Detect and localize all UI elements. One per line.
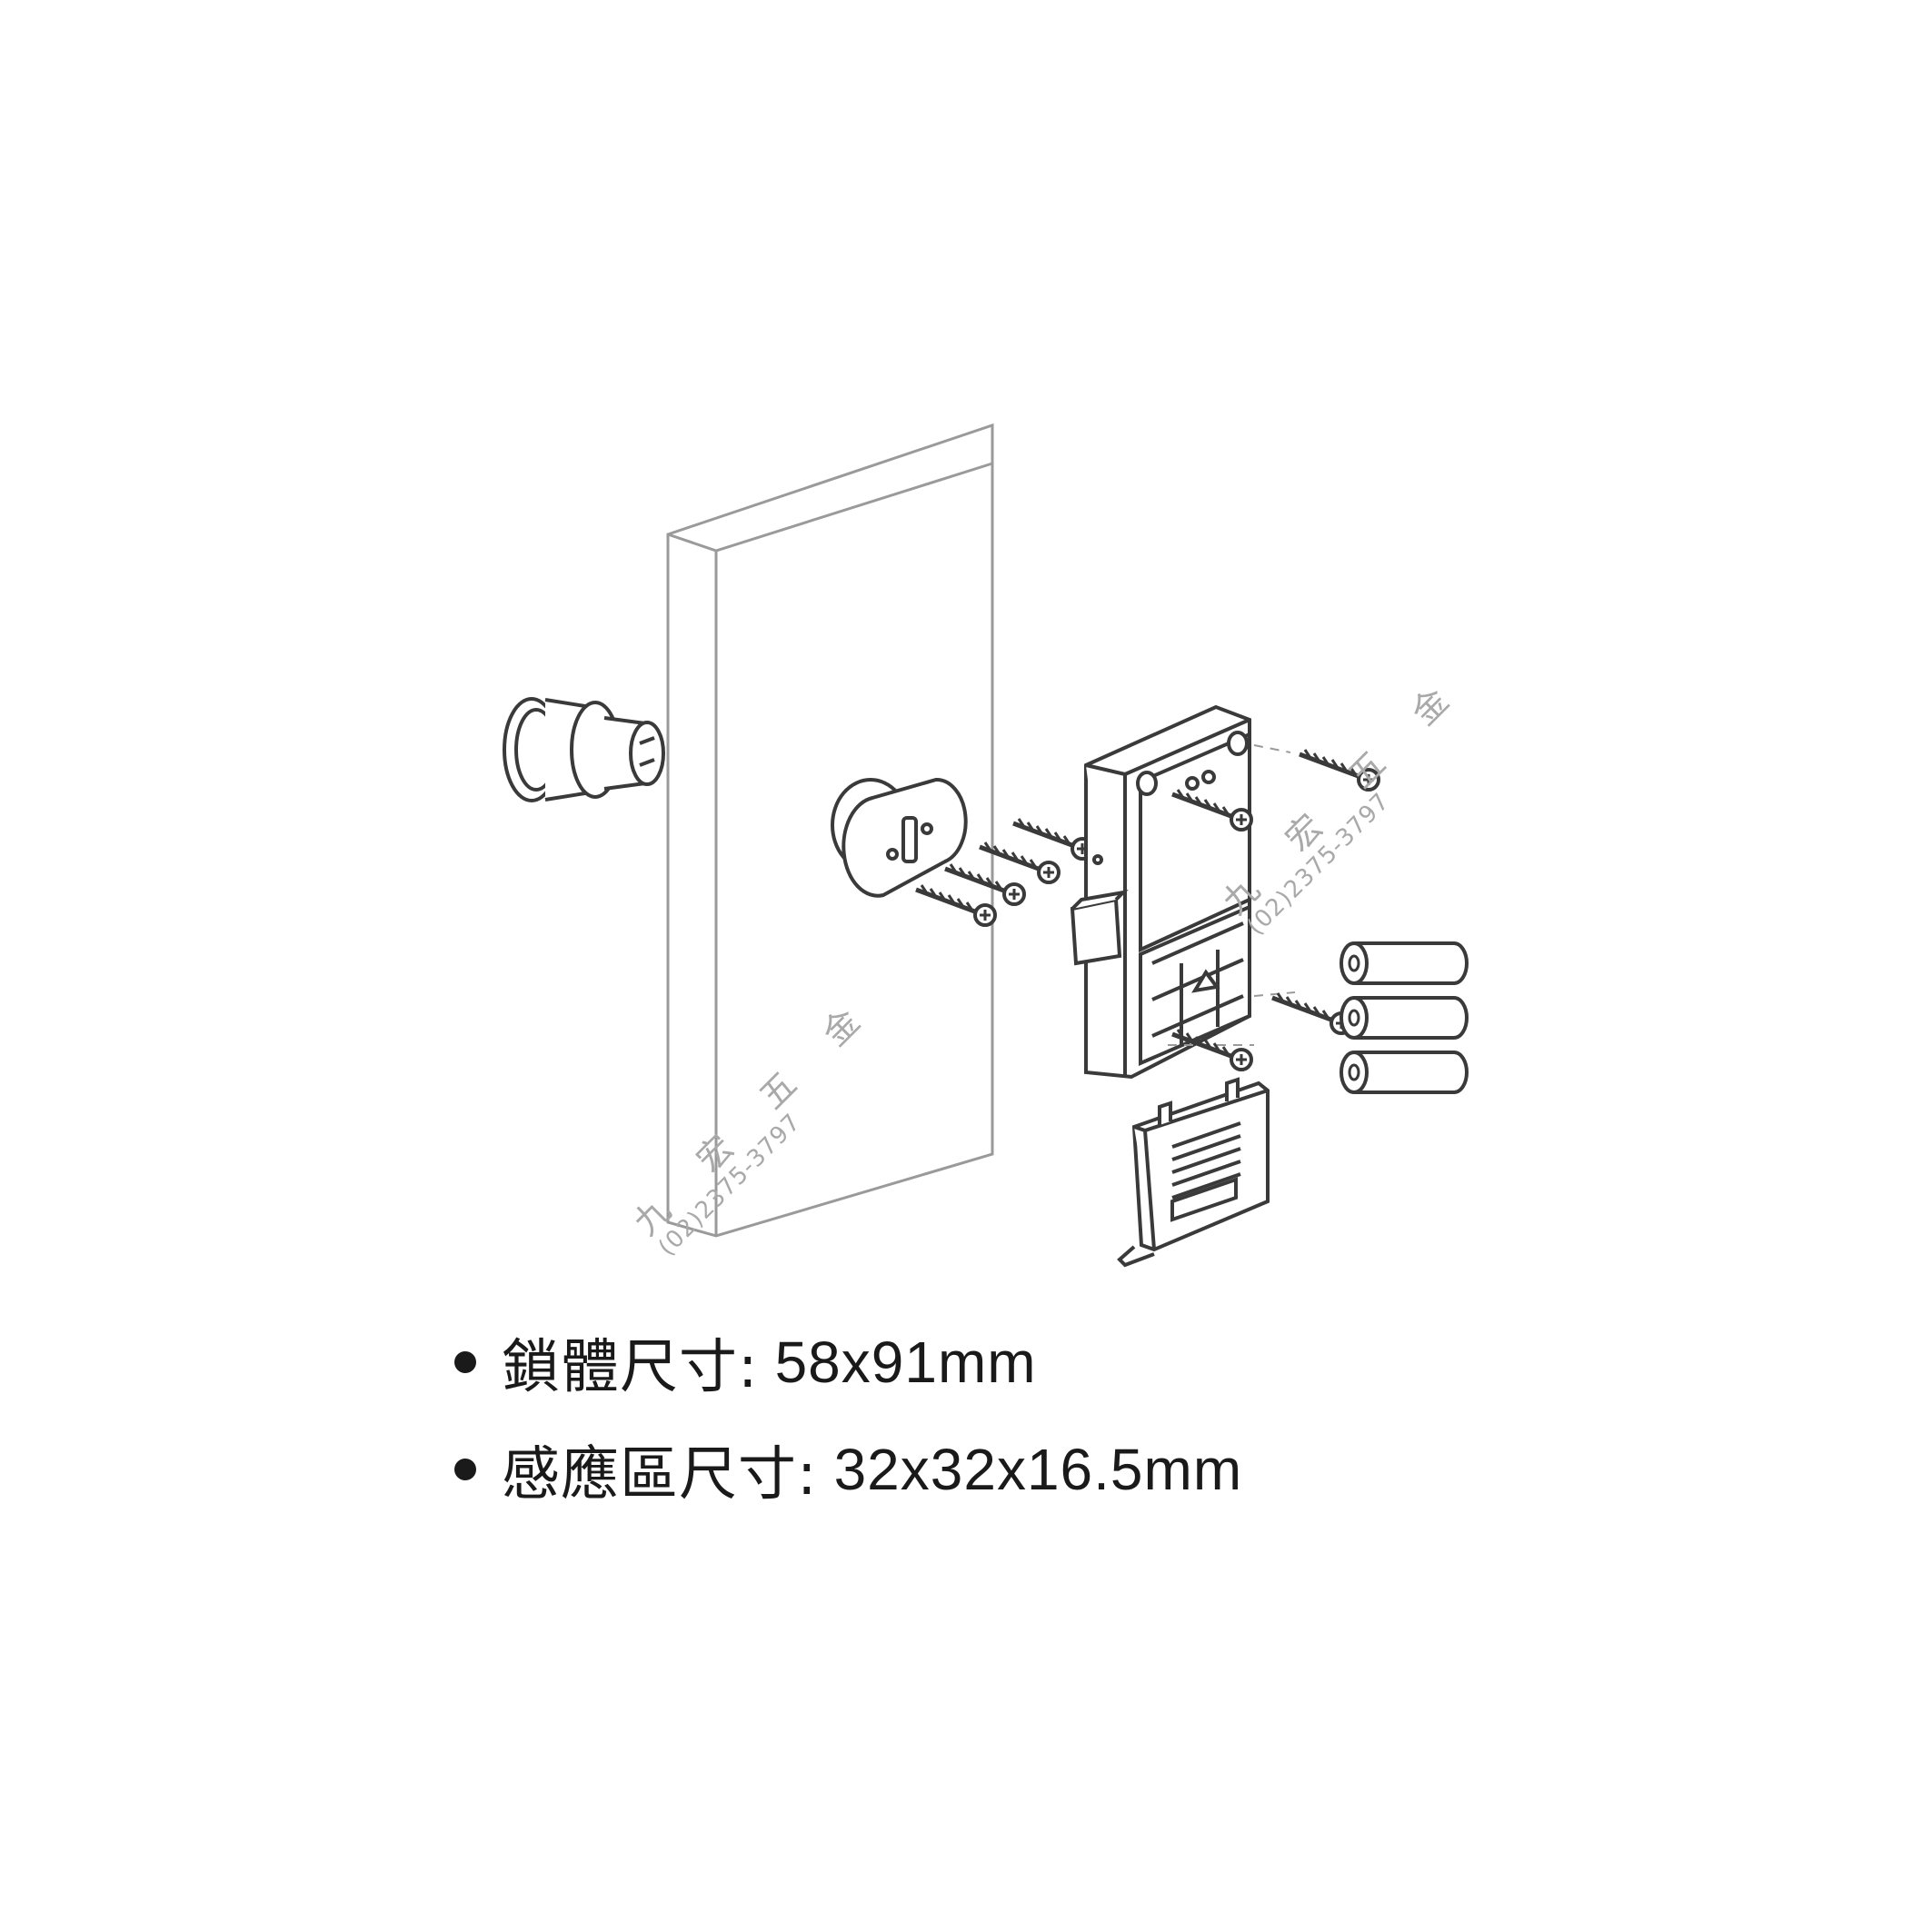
bullet-icon: [454, 1459, 476, 1480]
spec-value: 58x91mm: [774, 1329, 1037, 1395]
guide-lines: [1168, 744, 1296, 1046]
batteries: [1339, 941, 1469, 1094]
exploded-assembly-diagram: [503, 423, 1469, 1268]
spec-label: 鎖體尺寸:: [502, 1334, 759, 1401]
lock-body: [1070, 704, 1251, 1080]
bullet-icon: [454, 1351, 476, 1373]
spec-label: 感應區尺寸:: [502, 1441, 818, 1509]
sensor-knob: [503, 697, 665, 802]
spec-item-sensor-area: 感應區尺寸: 32x32x16.5mm: [454, 1416, 1242, 1523]
spec-value: 32x32x16.5mm: [833, 1437, 1243, 1502]
door-panel: [666, 423, 994, 1238]
spec-list: 鎖體尺寸: 58x91mm 感應區尺寸: 32x32x16.5mm: [454, 1309, 1242, 1523]
spec-item-lock-body: 鎖體尺寸: 58x91mm: [454, 1309, 1242, 1416]
mounting-plate: [831, 777, 968, 898]
battery-cover: [1117, 1077, 1270, 1268]
